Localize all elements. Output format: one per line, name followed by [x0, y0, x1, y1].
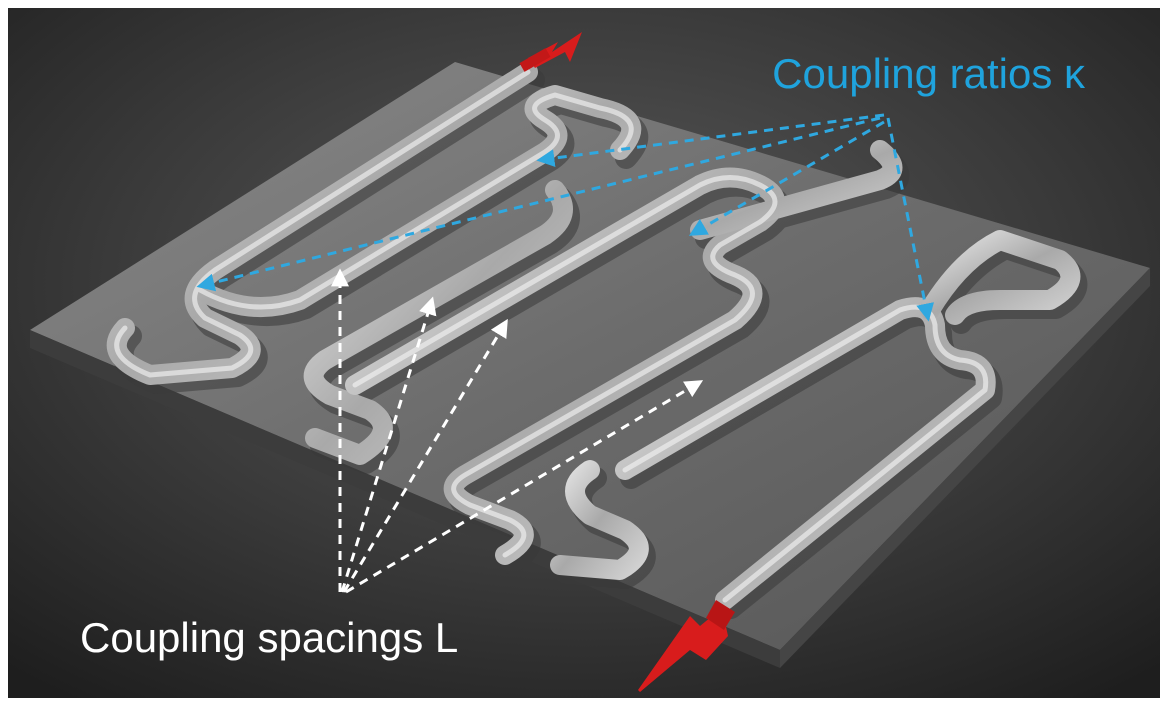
red-arrow-icon — [519, 32, 582, 72]
red-arrow-icon — [638, 600, 735, 692]
coupling-ratio-arrows — [196, 113, 935, 322]
coupling-spacings-label: Coupling spacings L — [80, 614, 458, 661]
coupling-spacing-arrows — [331, 268, 704, 594]
coupling-ratios-label: Coupling ratios κ — [772, 50, 1086, 97]
